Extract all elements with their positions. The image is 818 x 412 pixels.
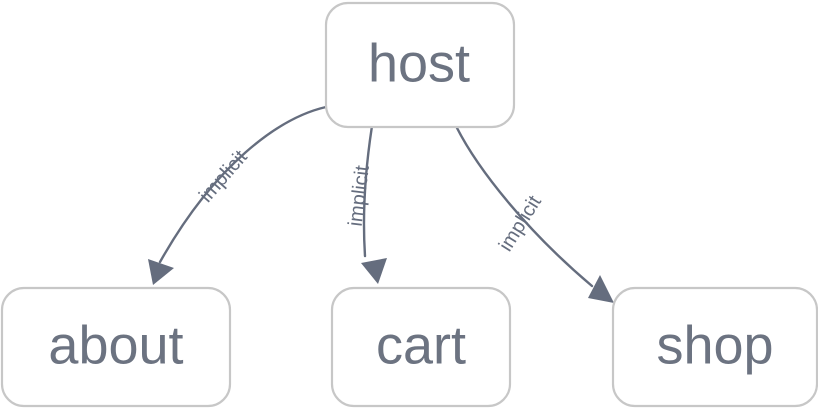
edge-host-cart[interactable]: implicit [345, 124, 387, 284]
node-cart-box [330, 286, 512, 408]
edge-host-cart-path [362, 124, 374, 258]
edge-host-shop-path [454, 124, 594, 288]
edge-host-shop-arrowhead [588, 275, 614, 303]
edge-host-about[interactable]: implicit [148, 105, 328, 285]
node-shop-label: shop [656, 315, 773, 375]
edge-host-cart-label: implicit [345, 164, 374, 228]
edge-host-about-label: implicit [195, 146, 252, 207]
node-host[interactable]: host [324, 1, 516, 129]
node-about[interactable]: about [0, 286, 232, 408]
edge-host-shop[interactable]: implicit [454, 124, 614, 303]
node-shop[interactable]: shop [611, 286, 818, 408]
node-about-box [0, 286, 232, 408]
edge-host-about-path [158, 105, 328, 264]
node-host-box [324, 1, 516, 129]
edge-host-cart-arrowhead [361, 258, 387, 284]
edge-host-about-arrowhead [148, 259, 174, 285]
node-about-label: about [48, 315, 183, 375]
node-cart-label: cart [376, 315, 466, 375]
node-cart[interactable]: cart [330, 286, 512, 408]
node-host-label: host [368, 33, 470, 93]
node-shop-box [611, 286, 818, 408]
edge-host-shop-label: implicit [495, 192, 546, 256]
